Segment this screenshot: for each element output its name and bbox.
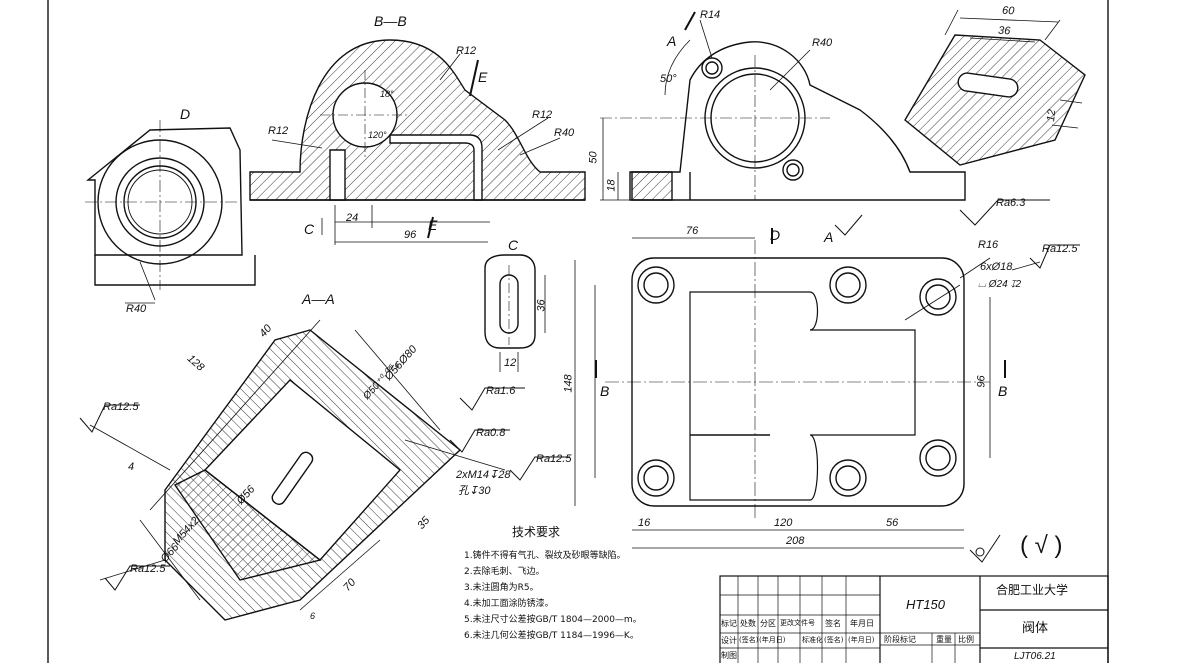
tb-row1-1: 处数 (740, 619, 756, 628)
roughness-ra08: Ra0.8 (476, 427, 506, 439)
dim-6: 6 (310, 611, 316, 621)
tb-row1-0: 标记 (721, 619, 737, 628)
dim-r40-front: R40 (812, 37, 833, 49)
arrow-d-label: D (770, 227, 781, 243)
tb-weight-label: 重量 (936, 635, 952, 644)
title-block-drawing-no: LJT06.21 (1014, 651, 1056, 662)
cut-b-left-label: B (600, 383, 610, 399)
cut-e-top-label: E (478, 69, 488, 85)
roughness-symbols (79, 199, 1080, 591)
roughness-ra125-mid: Ra12.5 (536, 453, 572, 465)
dim-r12-top: R12 (456, 45, 477, 57)
dim-r14: R14 (700, 9, 721, 21)
requirement-4: 4.未加工面涂防锈漆。 (464, 599, 554, 609)
requirement-1: 1.铸件不得有气孔、裂纹及砂眼等缺陷。 (464, 551, 626, 561)
tb-row2-5: (年月日) (848, 636, 875, 644)
dim-60: 60 (1001, 4, 1015, 18)
section-aa-title: A—A (302, 291, 335, 307)
view-d-title: D (180, 106, 191, 122)
requirement-5: 5.未注尺寸公差按GB/T 1804—2000—m。 (464, 615, 642, 625)
tb-row1-5: 年月日 (850, 619, 874, 628)
tb-row2-4: (签名) (824, 636, 844, 644)
title-block-material: HT150 (906, 597, 946, 612)
dim-76: 76 (686, 225, 699, 237)
dim-r12-right: R12 (532, 109, 553, 121)
tb-row2-2: (年月日) (759, 636, 786, 644)
cut-e-bottom-label: E (428, 217, 438, 233)
dim-r16: R16 (978, 239, 999, 251)
dim-148: 148 (562, 374, 575, 393)
tb-row3-0: 制图 (721, 651, 737, 660)
dim-24: 24 (346, 212, 359, 224)
arrow-a-label-2: A (824, 229, 834, 245)
requirement-3: 3.未注圆角为R5。 (464, 583, 539, 593)
dim-36-c: 36 (535, 299, 548, 312)
arrow-a-label: A (667, 33, 677, 49)
requirement-2: 2.去除毛刺、飞边。 (464, 567, 545, 577)
title-block (719, 575, 1109, 663)
dim-4: 4 (128, 461, 135, 473)
tb-row2-0: 设计 (721, 636, 737, 645)
cut-b-right-label: B (998, 383, 1008, 399)
roughness-general: ( √ ) (1020, 532, 1063, 559)
aux-view (904, 9, 1086, 166)
title-block-part-name: 阀体 (1022, 621, 1049, 636)
top-view (574, 228, 1041, 549)
section-bb-title: B—B (374, 13, 407, 29)
dim-36-aux: 36 (997, 24, 1011, 38)
roughness-ra125-left-top: Ra12.5 (103, 401, 139, 413)
tb-row1-3: 更改文件号 (780, 619, 815, 627)
section-bb (249, 39, 586, 245)
tb-row2-1: (签名) (739, 636, 759, 644)
roughness-ra125-top: Ra12.5 (1042, 243, 1078, 255)
roughness-ra125-left-bottom: Ra12.5 (130, 563, 166, 575)
dim-56: 56 (886, 517, 899, 529)
dim-r40-d: R40 (126, 303, 147, 315)
requirements-title: 技术要求 (512, 525, 561, 539)
dim-thread-depth: 孔↧30 (458, 485, 491, 497)
dim-holes: 6xØ18 (980, 261, 1013, 273)
dim-angle-18: 18° (380, 89, 394, 99)
tb-stage-label: 阶段标记 (884, 635, 916, 644)
tb-row1-2: 分区 (760, 619, 776, 628)
dim-120: 120 (774, 517, 793, 529)
dim-18: 18 (605, 179, 618, 192)
dim-12-c: 12 (504, 357, 517, 369)
view-c (484, 254, 546, 372)
tb-row1-4: 签名 (825, 619, 841, 628)
roughness-ra16: Ra1.6 (486, 385, 516, 397)
dim-50: 50 (587, 151, 600, 164)
arrow-c-label: C (304, 221, 315, 237)
dim-r40-bb: R40 (554, 127, 575, 139)
dim-208: 208 (786, 535, 805, 547)
tb-row2-3: 标准化 (802, 636, 823, 644)
dim-12-aux: 12 (1045, 108, 1059, 123)
dim-96-top: 96 (975, 375, 988, 388)
dim-cbore: ⌴ Ø24 ↧2 (978, 279, 1022, 290)
view-d (85, 120, 256, 304)
front-view (600, 11, 966, 201)
dim-96-bb: 96 (404, 229, 417, 241)
dim-angle-120: 120° (368, 130, 387, 140)
section-aa (89, 319, 506, 621)
dim-r12-left: R12 (268, 125, 289, 137)
title-block-school: 合肥工业大学 (996, 583, 1069, 597)
dim-thread-holes: 2xM14↧28 (456, 469, 511, 481)
dim-angle-50: 50° (660, 73, 677, 85)
view-c-title: C (508, 237, 519, 253)
tb-scale-label: 比例 (958, 635, 974, 644)
requirement-6: 6.未注几何公差按GB/T 1184—1996—K。 (464, 631, 639, 641)
roughness-ra63: Ra6.3 (996, 197, 1026, 209)
dim-16: 16 (638, 517, 651, 529)
